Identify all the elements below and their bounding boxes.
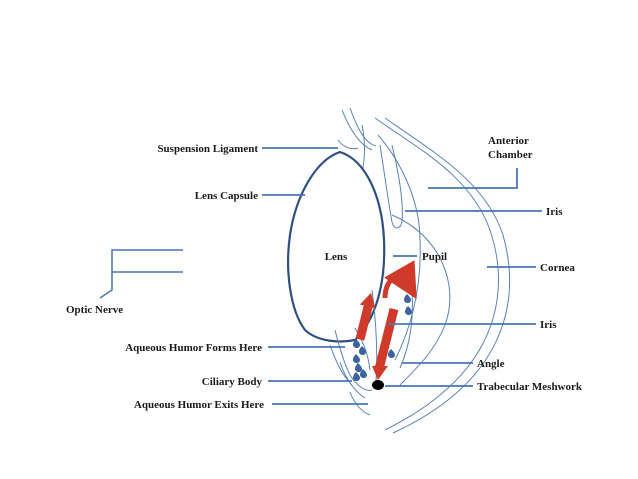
droplet — [354, 363, 362, 373]
flow-arrow-up — [355, 301, 374, 341]
label-aqueous-humor-forms-here: Aqueous Humor Forms Here — [125, 342, 262, 354]
label-anterior-chamber-line1: Anterior — [488, 135, 529, 147]
label-anterior-chamber-line2: Chamber — [488, 149, 533, 161]
droplet — [352, 372, 360, 382]
droplet — [352, 354, 360, 364]
ciliary-body-shape — [329, 327, 373, 416]
label-cornea: Cornea — [540, 262, 575, 274]
aqueous-droplets — [352, 294, 412, 382]
flow-arrow-up-head — [359, 292, 376, 309]
optic-nerve-bracket — [99, 249, 183, 299]
iris-upper-strand — [379, 144, 403, 229]
label-suspension-ligament: Suspension Ligament — [157, 143, 258, 155]
lens-outline — [287, 150, 386, 343]
droplet — [359, 369, 367, 379]
droplet — [404, 306, 412, 316]
droplet — [358, 346, 366, 356]
trabecular-meshwork-dot — [372, 380, 384, 390]
anterior-chamber-curves — [377, 134, 451, 386]
flow-arrow-down-head — [372, 366, 388, 380]
droplet — [387, 349, 395, 359]
label-pupil: Pupil — [422, 251, 447, 263]
label-trabecular-meshwork: Trabecular Meshwork — [477, 381, 583, 393]
label-iris-lower: Iris — [540, 319, 557, 331]
label-lens: Lens — [325, 251, 348, 263]
leader-lines — [262, 147, 542, 405]
cornea-curves — [374, 117, 511, 434]
label-aqueous-humor-exits-here: Aqueous Humor Exits Here — [134, 399, 264, 411]
droplet — [352, 339, 360, 349]
label-optic-nerve: Optic Nerve — [66, 304, 123, 316]
flow-arrow-curve — [382, 260, 417, 300]
label-iris-upper: Iris — [546, 206, 563, 218]
leader-anterior-chamber — [428, 168, 518, 189]
label-ciliary-body: Ciliary Body — [202, 376, 263, 388]
droplet — [403, 294, 411, 304]
label-angle: Angle — [477, 358, 505, 370]
flow-arrow-down — [374, 307, 399, 371]
labels: Suspension Ligament Lens Capsule Lens Pu… — [66, 135, 583, 411]
label-lens-capsule: Lens Capsule — [195, 190, 258, 202]
